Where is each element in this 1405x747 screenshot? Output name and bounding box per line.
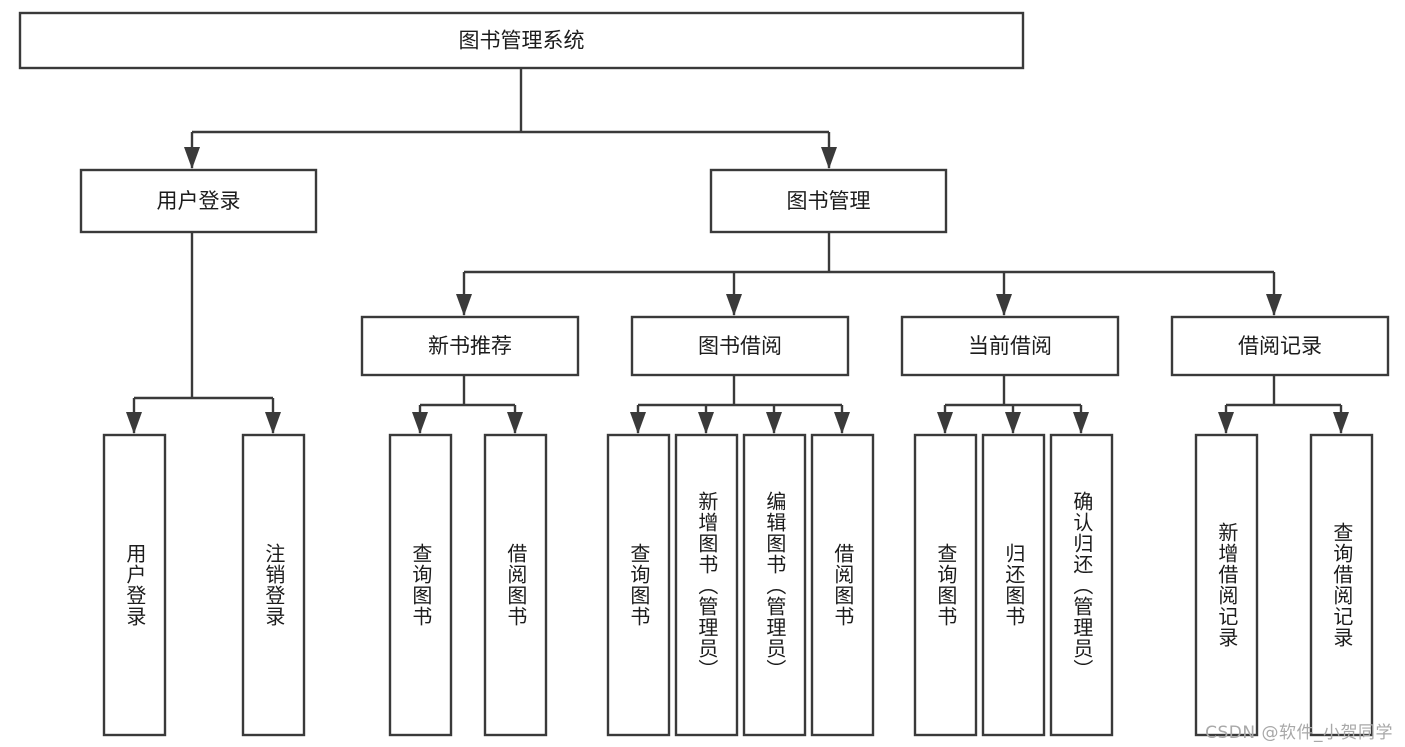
node-box-leaf-confirm-return[interactable] (1049, 433, 1114, 737)
arrow-head-icon (821, 147, 837, 169)
arrow-head-icon (412, 412, 428, 434)
node-box-leaf-query-book-borrow[interactable] (606, 433, 671, 737)
node-box-leaf-borrow-book[interactable] (810, 433, 875, 737)
node-box-leaf-query-book-cur[interactable] (913, 433, 978, 737)
node-box-leaf-query-book-rec[interactable] (388, 433, 453, 737)
node-box-book-management[interactable] (709, 168, 948, 234)
arrow-head-icon (1218, 412, 1234, 434)
node-box-root[interactable] (18, 11, 1025, 70)
arrow-head-icon (1266, 294, 1282, 316)
arrow-head-icon (456, 294, 472, 316)
connectors-layer (126, 68, 1349, 434)
arrow-head-icon (1073, 412, 1089, 434)
node-label-current-borrow: 当前借阅 (968, 334, 1052, 358)
node-box-current-borrow[interactable] (900, 315, 1120, 377)
node-label-user-login: 用户登录 (157, 189, 241, 213)
arrow-head-icon (1333, 412, 1349, 434)
arrow-head-icon (834, 412, 850, 434)
arrow-head-icon (507, 412, 523, 434)
node-label-book-management: 图书管理 (787, 189, 871, 213)
node-label-new-book-recommend: 新书推荐 (428, 334, 512, 358)
arrow-head-icon (937, 412, 953, 434)
boxes-layer (18, 11, 1390, 737)
arrow-head-icon (766, 412, 782, 434)
arrow-head-icon (996, 294, 1012, 316)
node-box-borrow-record[interactable] (1170, 315, 1390, 377)
arrow-head-icon (265, 412, 281, 434)
watermark: CSDN @软件_小贺同学 (1205, 723, 1393, 743)
node-box-leaf-borrow-book-rec[interactable] (483, 433, 548, 737)
node-box-book-borrow[interactable] (630, 315, 850, 377)
node-box-leaf-add-record[interactable] (1194, 433, 1259, 737)
node-box-leaf-query-record[interactable] (1309, 433, 1374, 737)
arrow-head-icon (698, 412, 714, 434)
node-box-new-book-recommend[interactable] (360, 315, 580, 377)
node-box-leaf-user-login[interactable] (102, 433, 167, 737)
node-box-leaf-logout-login[interactable] (241, 433, 306, 737)
arrow-head-icon (1005, 412, 1021, 434)
arrow-head-icon (630, 412, 646, 434)
node-box-leaf-return-book[interactable] (981, 433, 1046, 737)
arrow-head-icon (726, 294, 742, 316)
node-box-leaf-edit-book[interactable] (742, 433, 807, 737)
node-label-root: 图书管理系统 (459, 29, 585, 53)
node-label-borrow-record: 借阅记录 (1238, 334, 1322, 358)
node-label-book-borrow: 图书借阅 (698, 334, 782, 358)
arrow-head-icon (126, 412, 142, 434)
node-box-leaf-add-book[interactable] (674, 433, 739, 737)
node-box-user-login[interactable] (79, 168, 318, 234)
arrow-head-icon (184, 147, 200, 169)
